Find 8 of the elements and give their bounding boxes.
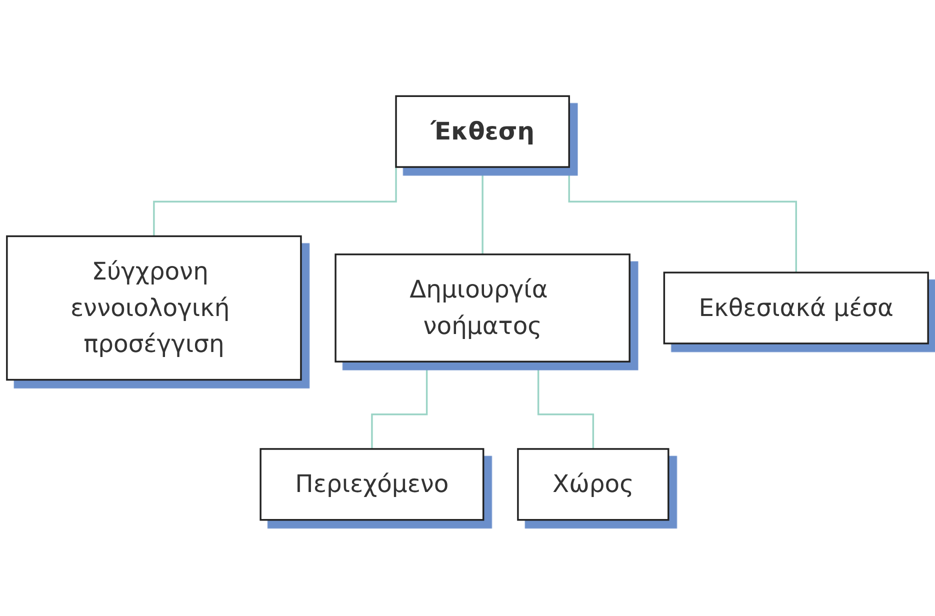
node-box: Δημιουργία νοήματος bbox=[334, 254, 630, 362]
node-box: Περιεχόμενο bbox=[260, 448, 484, 521]
node-box: Εκθεσιακά μέσα bbox=[663, 272, 929, 344]
node-box: Χώρος bbox=[517, 448, 670, 521]
node-box: Σύγχρονη εννοιολογική προσέγγιση bbox=[6, 235, 302, 381]
connector bbox=[371, 362, 428, 450]
connector bbox=[482, 167, 484, 256]
connector bbox=[537, 362, 594, 450]
